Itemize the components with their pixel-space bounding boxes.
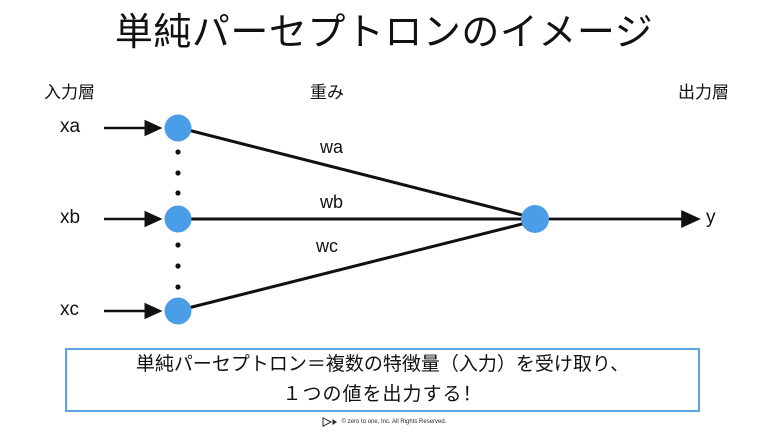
input-layer-label: 入力層 bbox=[44, 83, 95, 102]
ellipsis-dot bbox=[175, 284, 181, 290]
footer: © zero to one, Inc. All Rights Reserved. bbox=[0, 417, 768, 427]
page-title: 単純パーセプトロンのイメージ bbox=[114, 12, 654, 54]
input-node-xb bbox=[164, 205, 192, 233]
caption-line-2: １つの値を出力する！ bbox=[282, 384, 483, 405]
ellipsis-dot bbox=[175, 149, 181, 155]
input-node-xc bbox=[164, 297, 192, 325]
copyright-text: © zero to one, Inc. All Rights Reserved. bbox=[341, 418, 447, 425]
ellipsis-dot bbox=[175, 242, 181, 248]
connection-line-wa bbox=[187, 128, 531, 219]
weight-label-wb: wb bbox=[320, 192, 344, 212]
input-label-xa: xa bbox=[60, 116, 81, 137]
ellipsis-dot bbox=[175, 190, 181, 196]
input-node-xa bbox=[164, 114, 192, 142]
weight-label-wc: wc bbox=[316, 236, 338, 256]
caption-line-1: 単純パーセプトロン＝複数の特徴量（入力）を受け取り、 bbox=[135, 354, 630, 375]
weights-label: 重み bbox=[310, 83, 344, 102]
weight-label-wa: wa bbox=[320, 137, 344, 157]
input-label-xb: xb bbox=[60, 207, 81, 228]
ellipsis-dot bbox=[175, 170, 181, 176]
output-node bbox=[521, 205, 549, 233]
output-label-y: y bbox=[706, 207, 716, 228]
play-triangle-icon bbox=[322, 417, 337, 427]
caption-box: 単純パーセプトロン＝複数の特徴量（入力）を受け取り、 １つの値を出力する！ bbox=[65, 348, 700, 412]
output-layer-label: 出力層 bbox=[678, 83, 729, 102]
input-label-xc: xc bbox=[60, 299, 79, 320]
ellipsis-dot bbox=[175, 263, 181, 269]
connection-line-wc bbox=[187, 220, 531, 310]
